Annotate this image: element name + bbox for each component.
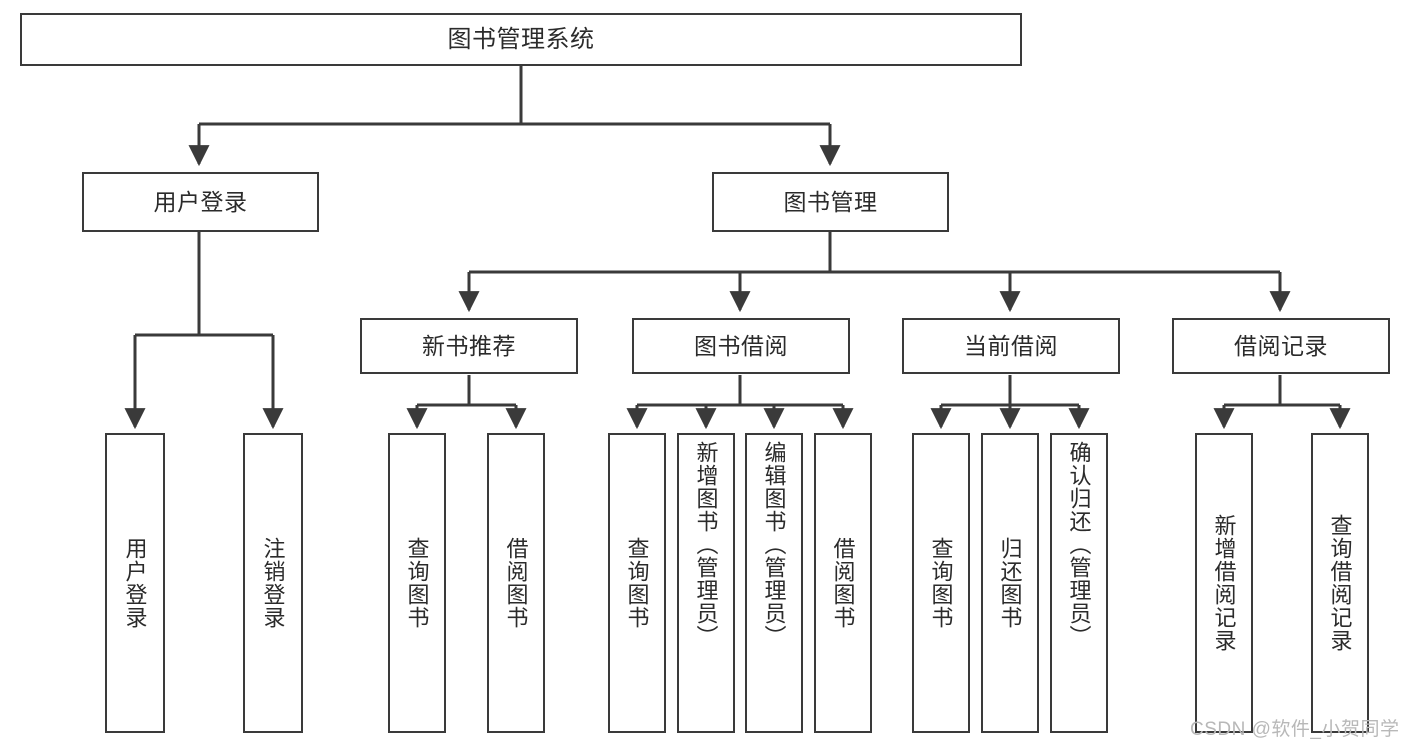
leaf-confirm-return-admin[interactable]: 确认归还（管理员）	[1050, 433, 1108, 733]
node-book-management[interactable]: 图书管理	[712, 172, 949, 232]
leaf-user-login-label: 用户登录	[122, 537, 148, 629]
node-root-label: 图书管理系统	[447, 25, 595, 53]
leaf-query-borrow-record[interactable]: 查询借阅记录	[1311, 433, 1369, 733]
node-current-borrow[interactable]: 当前借阅	[902, 318, 1120, 374]
node-book-borrow-label: 图书借阅	[694, 332, 788, 359]
node-user-login-label: 用户登录	[153, 188, 248, 215]
leaf-borrow-book-recommend[interactable]: 借阅图书	[487, 433, 545, 733]
leaf-add-book-admin[interactable]: 新增图书（管理员）	[677, 433, 735, 733]
leaf-query-book-current-label: 查询图书	[928, 537, 954, 629]
leaf-borrow-book-recommend-label: 借阅图书	[503, 537, 529, 629]
node-borrow-records-label: 借阅记录	[1234, 332, 1328, 359]
leaf-return-book-label: 归还图书	[997, 537, 1023, 629]
leaf-edit-book-admin[interactable]: 编辑图书（管理员）	[745, 433, 803, 733]
leaf-query-borrow-record-label: 查询借阅记录	[1327, 514, 1353, 652]
leaf-user-login[interactable]: 用户登录	[105, 433, 165, 733]
leaf-add-borrow-record-label: 新增借阅记录	[1211, 514, 1237, 652]
node-current-borrow-label: 当前借阅	[964, 332, 1058, 359]
leaf-borrow-book[interactable]: 借阅图书	[814, 433, 872, 733]
node-root[interactable]: 图书管理系统	[20, 13, 1022, 66]
node-new-book-recommend-label: 新书推荐	[422, 332, 516, 359]
leaf-query-book-recommend-label: 查询图书	[404, 537, 430, 629]
watermark: CSDN @软件_小贺同学	[1190, 719, 1400, 740]
leaf-return-book[interactable]: 归还图书	[981, 433, 1039, 733]
node-user-login[interactable]: 用户登录	[82, 172, 319, 232]
leaf-borrow-book-label: 借阅图书	[830, 537, 856, 629]
leaf-query-book-recommend[interactable]: 查询图书	[388, 433, 446, 733]
leaf-add-book-admin-label: 新增图书（管理员）	[693, 441, 719, 648]
leaf-query-book-borrow[interactable]: 查询图书	[608, 433, 666, 733]
leaf-add-borrow-record[interactable]: 新增借阅记录	[1195, 433, 1253, 733]
node-borrow-records[interactable]: 借阅记录	[1172, 318, 1390, 374]
leaf-query-book-borrow-label: 查询图书	[624, 537, 650, 629]
node-new-book-recommend[interactable]: 新书推荐	[360, 318, 578, 374]
leaf-confirm-return-admin-label: 确认归还（管理员）	[1066, 441, 1092, 648]
node-book-management-label: 图书管理	[783, 188, 878, 215]
node-book-borrow[interactable]: 图书借阅	[632, 318, 850, 374]
leaf-logout[interactable]: 注销登录	[243, 433, 303, 733]
leaf-logout-label: 注销登录	[260, 537, 286, 629]
leaf-edit-book-admin-label: 编辑图书（管理员）	[761, 441, 787, 648]
leaf-query-book-current[interactable]: 查询图书	[912, 433, 970, 733]
